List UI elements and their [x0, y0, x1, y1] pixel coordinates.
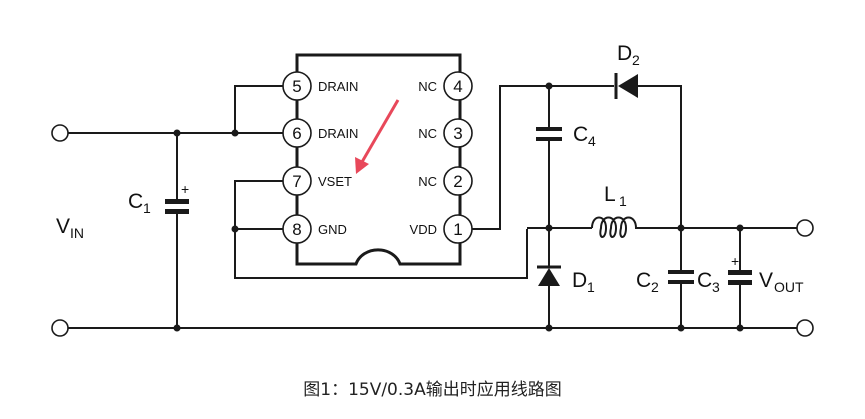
c2-label: C — [636, 269, 651, 292]
c2-label-sub: 2 — [651, 279, 659, 295]
capacitor-c2 — [668, 228, 694, 328]
pin-7-name: VSET — [318, 174, 352, 189]
pin-7: 7 VSET — [282, 166, 352, 196]
vin-negative-terminal — [51, 319, 69, 337]
pin-8-number: 8 — [292, 220, 301, 239]
d1-label: D — [572, 269, 587, 292]
pin-4-number: 4 — [453, 77, 462, 96]
c1-polarity: + — [181, 181, 189, 197]
pin-2-number: 2 — [453, 172, 462, 191]
pin-8-name: GND — [318, 222, 347, 237]
c3-polarity: + — [731, 253, 739, 269]
d2-label-sub: 2 — [632, 52, 640, 68]
pin-3-circle — [443, 118, 473, 148]
pin-1-number: 1 — [453, 220, 462, 239]
diode-d1 — [537, 228, 561, 328]
diode-d2 — [614, 73, 682, 228]
pin-6-number: 6 — [292, 124, 301, 143]
capacitor-c3: + — [728, 228, 752, 328]
figure-caption: 图1：15V/0.3A输出时应用线路图 — [303, 380, 562, 400]
annotation-arrow — [355, 99, 400, 174]
l1-label: L — [604, 183, 616, 206]
pin-1-name: VDD — [410, 222, 437, 237]
vin-label: V — [56, 215, 70, 238]
pin-6-name: DRAIN — [318, 126, 358, 141]
c3-label-sub: 3 — [712, 279, 720, 295]
ic-body — [295, 53, 462, 266]
vset-gnd-wiring — [231, 180, 528, 279]
c1-label-sub: 1 — [143, 200, 151, 216]
c3-label: C — [697, 269, 712, 292]
d1-label-sub: 1 — [587, 279, 595, 295]
c4-label-sub: 4 — [588, 133, 596, 149]
pin-1: 1 VDD — [410, 214, 473, 244]
pin-2-name: NC — [418, 174, 437, 189]
c1-label: C — [128, 190, 143, 213]
pin-5-name: DRAIN — [318, 79, 358, 94]
pin-4-circle — [443, 71, 473, 101]
vout-label-sub: OUT — [774, 279, 804, 295]
switch-node — [527, 224, 592, 232]
vdd-wiring — [472, 82, 614, 230]
pin-7-number: 7 — [292, 172, 301, 191]
pin-5: 5 DRAIN — [282, 71, 358, 101]
pin-8: 8 GND — [282, 214, 347, 244]
l1-label-sub: 1 — [619, 193, 627, 209]
pin-2: 2 NC — [418, 166, 473, 196]
vin-label-sub: IN — [70, 225, 84, 241]
ground-rail — [51, 319, 814, 337]
vin-positive-terminal — [51, 124, 69, 142]
capacitor-c4 — [536, 86, 562, 228]
vin-positive-rail — [51, 85, 283, 142]
pin-5-number: 5 — [292, 77, 301, 96]
pin-3-number: 3 — [453, 124, 462, 143]
vout-label: V — [759, 269, 773, 292]
pin-3: 3 NC — [418, 118, 473, 148]
vout-positive-terminal — [796, 219, 814, 237]
d2-label: D — [617, 42, 632, 65]
pin-6: 6 DRAIN — [282, 118, 358, 148]
vout-negative-terminal — [796, 319, 814, 337]
c4-label: C — [573, 123, 588, 146]
pin-4-name: NC — [418, 79, 437, 94]
pin-2-circle — [443, 166, 473, 196]
pin-4: 4 NC — [418, 71, 473, 101]
pin-3-name: NC — [418, 126, 437, 141]
capacitor-c1: + — [165, 133, 189, 328]
inductor-l1 — [591, 216, 814, 238]
